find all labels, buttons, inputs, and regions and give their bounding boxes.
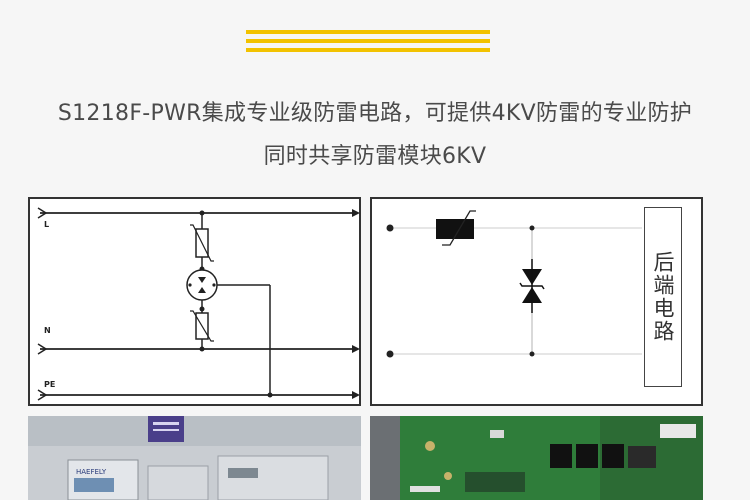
ptc-fuse — [436, 219, 474, 239]
accent-line-1 — [246, 30, 490, 34]
label-l: L — [44, 220, 49, 229]
relay-1 — [550, 444, 572, 468]
tvs-protection-diagram: 后端电路 — [370, 197, 703, 406]
tvs-circuit-svg — [386, 210, 642, 358]
relay-2 — [576, 444, 598, 468]
label-n: N — [44, 326, 51, 335]
surge-circuit-svg: L N PE — [37, 207, 360, 401]
rear-circuit-box: 后端电路 — [644, 207, 682, 387]
lab-test-photo: HAEFELY — [28, 416, 361, 500]
caption-line-1: S1218F-PWR集成专业级防雷电路，可提供4KV防雷的专业防护 — [57, 101, 693, 126]
accent-line-3 — [246, 48, 490, 52]
surge-circuit-diagram: L N PE — [28, 197, 361, 406]
equipment-brand: HAEFELY — [76, 468, 107, 476]
pcb-photo — [370, 416, 703, 500]
label-pe: PE — [44, 380, 55, 389]
accent-line-2 — [246, 39, 490, 43]
relay-3 — [602, 444, 624, 468]
caption-line-2: 同时共享防雷模块6KV — [263, 144, 487, 169]
rear-circuit-label: 后端电路 — [651, 251, 675, 343]
